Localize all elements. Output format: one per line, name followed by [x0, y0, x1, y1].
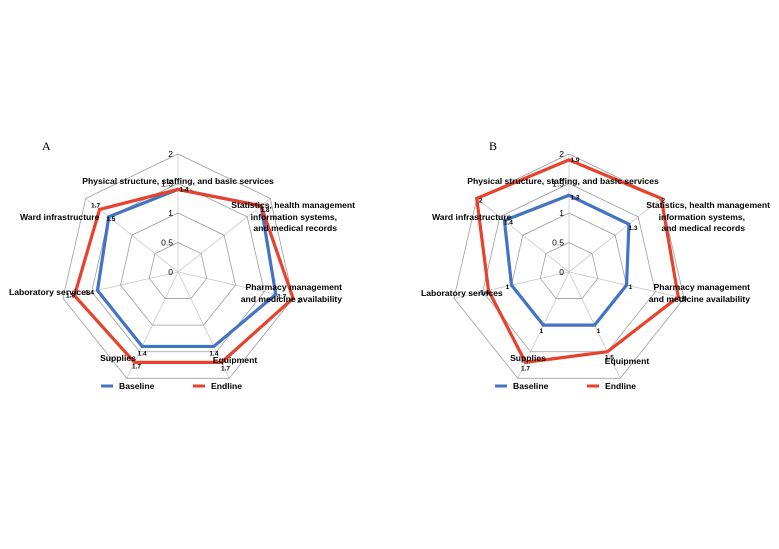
- data-label: 2: [479, 197, 483, 204]
- data-label: 1.4: [504, 219, 513, 226]
- legend-label-baseline: Baseline: [513, 381, 549, 391]
- data-label: 1.4: [138, 350, 147, 357]
- data-label: 1.7: [521, 365, 530, 372]
- radar-grid-ring: [539, 242, 599, 299]
- data-label: 1.7: [221, 365, 230, 372]
- data-label: 1.7: [277, 293, 286, 300]
- panel-letter: A: [42, 139, 51, 153]
- radar-chart-b: B 0 0.5 1 1.5 2 1.3 1.3 1 1 1 1 1.4 1.9 2 1.9 1.5 1.7 1.4 2…: [421, 139, 770, 391]
- data-label: 1.4: [209, 350, 218, 357]
- data-label: 2: [661, 197, 665, 204]
- radar-grid-ring: [148, 242, 208, 299]
- data-label: 1.8: [66, 293, 75, 300]
- tick-label: 0.5: [552, 238, 564, 248]
- axis-label: Supplies: [100, 353, 136, 363]
- tick-label: 2: [559, 149, 564, 159]
- data-label: 1.7: [132, 363, 141, 370]
- data-label: 2: [297, 297, 301, 304]
- tick-label: 0: [168, 267, 173, 277]
- data-label: 1.5: [106, 216, 115, 223]
- radar-grid-ring: [120, 212, 236, 326]
- tick-label: 1.5: [552, 179, 564, 189]
- data-label: 1.3: [570, 194, 579, 201]
- panel-letter: B: [489, 139, 497, 153]
- axis-label: Equipment: [605, 356, 650, 366]
- radar-grid-ring: [482, 183, 656, 353]
- legend-label-baseline: Baseline: [119, 381, 155, 391]
- data-label: 1.7: [91, 202, 100, 209]
- axis-label: Physical structure, staffing, and basic …: [82, 176, 274, 186]
- data-label: 1: [597, 328, 601, 335]
- data-label: 1.8: [261, 207, 270, 214]
- axis-label: Supplies: [510, 353, 546, 363]
- legend-label-endline: Endline: [605, 381, 636, 391]
- data-label: 1.5: [605, 355, 614, 362]
- tick-label: 1: [168, 208, 173, 218]
- tick-label: 0.5: [161, 238, 173, 248]
- axis-label: Physical structure, staffing, and basic …: [467, 176, 659, 186]
- series-line-baseline: [95, 187, 278, 349]
- axis-label: Ward infrastructure: [432, 212, 512, 222]
- axis-label: Laboratory services: [421, 288, 503, 298]
- data-label: 1.4: [85, 289, 94, 296]
- series-line-baseline: [502, 193, 631, 327]
- axis-label: Equipment: [213, 355, 258, 365]
- data-label: 1: [629, 284, 633, 291]
- tick-label: 0: [559, 267, 564, 277]
- tick-label: 1.5: [161, 179, 173, 189]
- series-line-endline: [475, 158, 681, 365]
- axis-label: Ward infrastructure: [20, 212, 100, 222]
- tick-label: 1: [559, 208, 564, 218]
- series-line-endline: [72, 187, 295, 364]
- tick-label: 2: [168, 149, 173, 159]
- data-label: 1.9: [678, 296, 687, 303]
- data-label: 1.4: [480, 289, 489, 296]
- data-label: 1.9: [570, 157, 579, 164]
- data-label: 1.4: [179, 186, 188, 193]
- axis-label: Laboratory services: [9, 287, 91, 297]
- data-label: 1.3: [628, 225, 637, 232]
- radar-chart-a: A 0 0.5 1 1.5 2 1.4 1.8 1.7 1.4 1.4 1.4 1.5 2 1.7 1.7 1.…: [9, 139, 355, 391]
- radar-grid-ring: [62, 153, 294, 379]
- data-label: 1: [540, 328, 544, 335]
- data-label: 1: [506, 284, 510, 291]
- legend-label-endline: Endline: [211, 381, 242, 391]
